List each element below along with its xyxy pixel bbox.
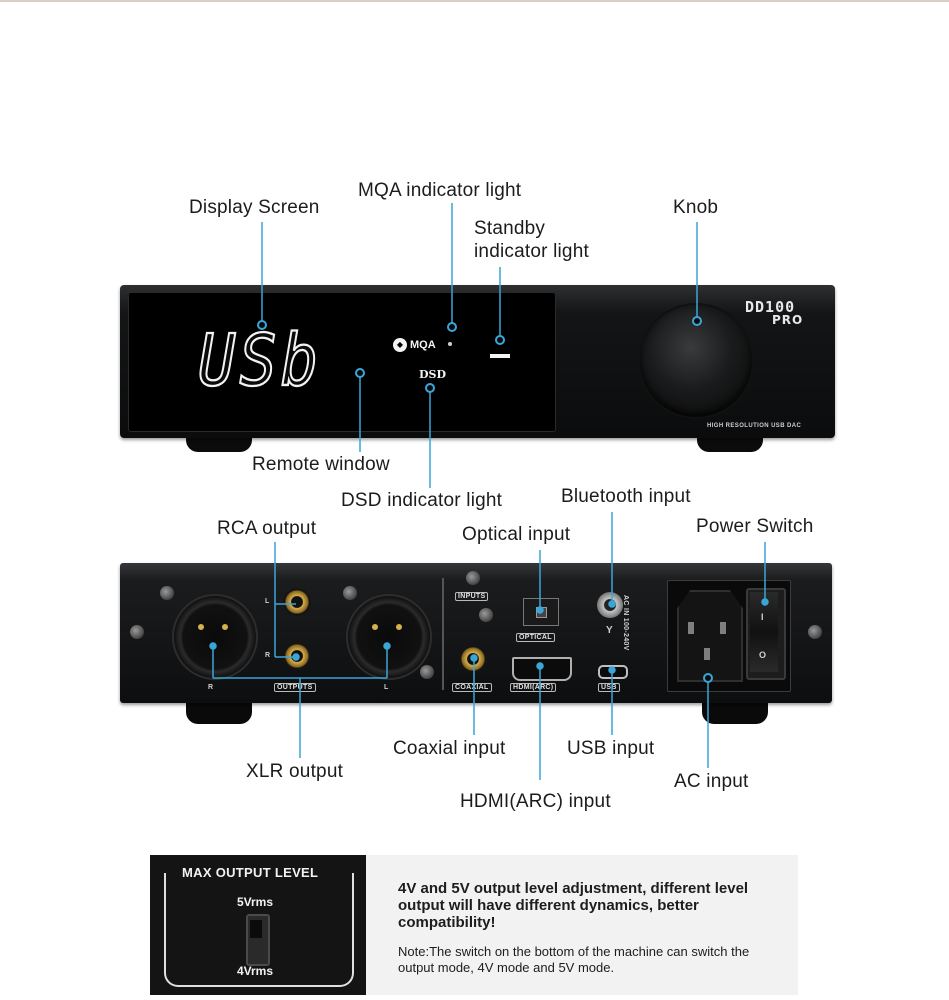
ac-rating-label: AC IN 100-240V — [622, 595, 629, 651]
label-display-screen: Display Screen — [189, 197, 320, 218]
xlr-left-label: L — [384, 684, 389, 691]
label-mqa-light: MQA indicator light — [358, 180, 522, 201]
screw-icon — [479, 608, 493, 622]
rear-foot-left — [186, 700, 252, 724]
screw-icon — [466, 571, 480, 585]
label-coaxial-input: Coaxial input — [393, 738, 506, 759]
label-knob: Knob — [673, 197, 719, 218]
label-power-switch: Power Switch — [696, 516, 814, 537]
mqa-badge-label: MQA — [410, 339, 436, 351]
rear-foot-right — [702, 700, 768, 724]
usb-label: USB — [598, 683, 620, 692]
xlr-right-label: R — [208, 684, 214, 691]
label-xlr-output: XLR output — [246, 761, 344, 782]
usb-port[interactable] — [598, 665, 628, 679]
mqa-badge: ◆ MQA — [393, 338, 436, 352]
xlr-pin — [222, 624, 228, 630]
inputs-label: INPUTS — [455, 592, 489, 601]
screw-icon — [808, 625, 822, 639]
ac-prong — [720, 622, 726, 634]
output-level-high: 5Vrms — [237, 895, 274, 909]
coaxial-label: COAXIAL — [452, 683, 492, 692]
coaxial-input-jack[interactable] — [459, 645, 487, 673]
bluetooth-antenna-port[interactable] — [597, 592, 623, 618]
xlr-pin — [198, 624, 204, 630]
label-ac-input: AC input — [674, 771, 749, 792]
brand-logo: DD100 — [745, 298, 796, 316]
label-rca-output: RCA output — [217, 518, 317, 539]
hdmi-arc-port[interactable] — [512, 657, 572, 681]
label-remote-window: Remote window — [252, 454, 390, 475]
dsd-indicator-light: DSD — [419, 368, 447, 381]
label-optical-input: Optical input — [462, 524, 571, 545]
screw-icon — [160, 586, 174, 600]
power-rocker[interactable] — [750, 592, 778, 672]
mqa-logo-icon: ◆ — [393, 338, 407, 352]
output-level-frame — [164, 873, 354, 987]
label-usb-input: USB input — [567, 738, 655, 759]
xlr-pin — [210, 643, 216, 649]
xlr-pin — [384, 643, 390, 649]
label-standby-line1: Standby — [474, 218, 546, 239]
antenna-icon: Y — [606, 625, 613, 636]
display-screen — [128, 292, 556, 432]
rca-right-label: R — [265, 652, 271, 659]
optical-input-port[interactable] — [523, 598, 559, 626]
outputs-label: OUTPUTS — [274, 683, 316, 692]
brand-logo-suffix: PRO — [772, 313, 804, 327]
mqa-indicator-light — [448, 342, 452, 346]
screw-icon — [420, 665, 434, 679]
label-standby-light: Standby indicator light — [474, 217, 589, 263]
xlr-output-right[interactable] — [172, 594, 258, 680]
label-dsd-light: DSD indicator light — [341, 490, 503, 511]
device-subtitle: HIGH RESOLUTION USB DAC — [707, 423, 802, 429]
xlr-output-left[interactable] — [346, 594, 432, 680]
rca-output-left[interactable] — [283, 588, 311, 616]
label-bluetooth-input: Bluetooth input — [561, 486, 691, 507]
power-off-mark-icon: O — [759, 650, 767, 660]
top-divider — [0, 0, 949, 2]
rear-divider — [442, 578, 444, 690]
hdmi-label: HDMI(ARC) — [510, 683, 557, 692]
screw-icon — [130, 625, 144, 639]
xlr-pin — [396, 624, 402, 630]
label-standby-line2: indicator light — [474, 241, 589, 262]
output-level-description: 4V and 5V output level adjustment, diffe… — [398, 880, 749, 931]
xlr-pin — [372, 624, 378, 630]
ac-prong — [704, 648, 710, 660]
output-level-description-panel — [366, 855, 798, 995]
volume-knob[interactable] — [640, 305, 752, 417]
rca-output-right[interactable] — [283, 642, 311, 670]
output-level-note: Note:The switch on the bottom of the mac… — [398, 944, 750, 975]
optical-label: OPTICAL — [516, 633, 555, 642]
label-hdmi-input: HDMI(ARC) input — [460, 791, 611, 812]
screw-icon — [343, 586, 357, 600]
ac-prong — [688, 622, 694, 634]
rca-left-label: L — [265, 598, 270, 605]
power-on-mark-icon: I — [761, 612, 764, 622]
output-level-low: 4Vrms — [237, 964, 274, 978]
standby-indicator-light — [490, 354, 510, 358]
display-readout: USb — [197, 318, 322, 403]
ac-input-socket[interactable] — [677, 590, 743, 682]
output-level-switch-knob — [250, 920, 262, 938]
output-level-title: MAX OUTPUT LEVEL — [176, 865, 325, 880]
